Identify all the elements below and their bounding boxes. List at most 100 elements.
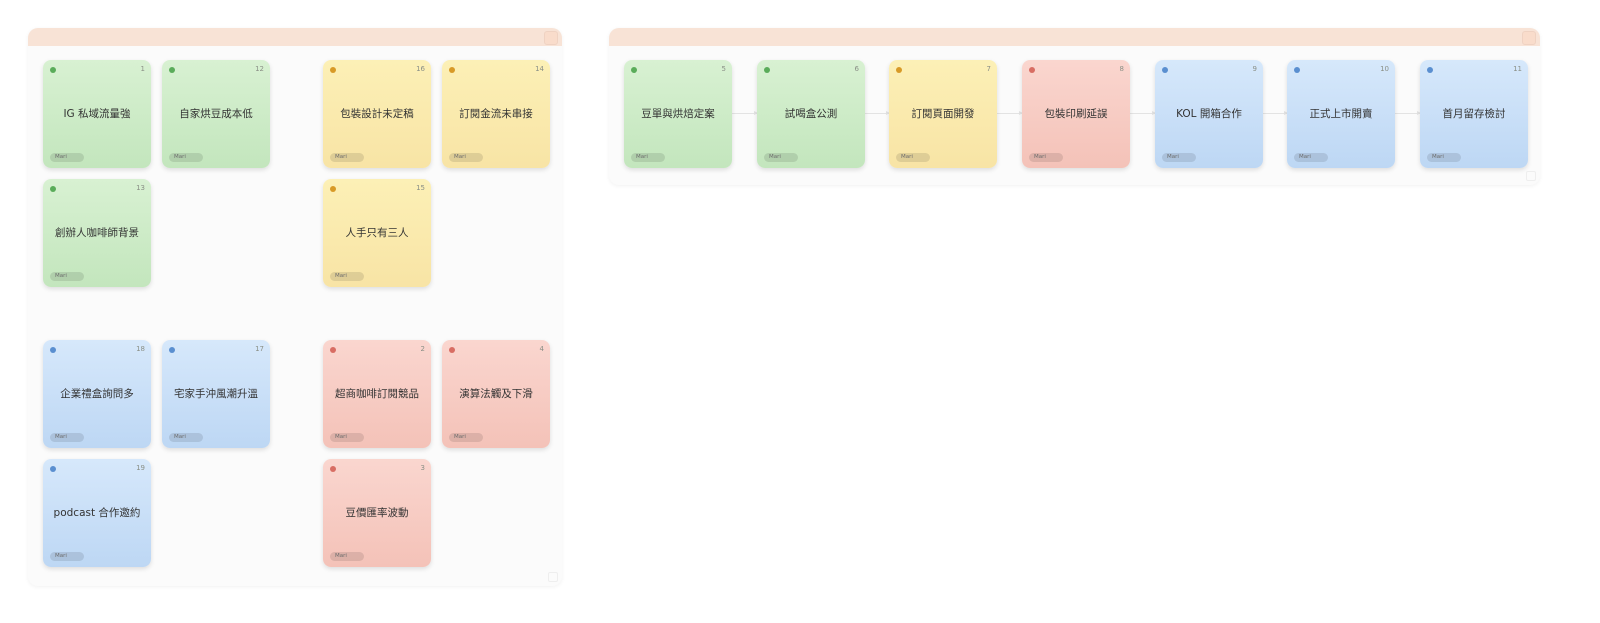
note-number: 16 <box>416 65 425 73</box>
frame-header[interactable] <box>28 28 562 46</box>
sticky-note[interactable]: 6 試喝盒公測 Mari <box>757 60 865 168</box>
sticky-note[interactable]: 2 超商咖啡訂閱競品 Mari <box>323 340 431 448</box>
note-number: 6 <box>854 65 859 73</box>
color-dot <box>1162 67 1168 73</box>
timeline-connector <box>1129 111 1156 115</box>
color-dot <box>449 347 455 353</box>
sticky-note[interactable]: 3 豆價匯率波動 Mari <box>323 459 431 567</box>
note-text: 豆價匯率波動 <box>345 506 409 519</box>
sticky-note[interactable]: 13 創辦人咖啡師背景 Mari <box>43 179 151 287</box>
color-dot <box>50 347 56 353</box>
note-number: 14 <box>535 65 544 73</box>
note-number: 17 <box>255 345 264 353</box>
note-text: 包裝設計未定稿 <box>340 107 414 120</box>
note-number: 8 <box>1119 65 1124 73</box>
note-number: 19 <box>136 464 145 472</box>
author-tag: Mari <box>764 153 798 162</box>
note-number: 15 <box>416 184 425 192</box>
note-number: 2 <box>420 345 425 353</box>
note-text: IG 私域流量強 <box>63 107 131 120</box>
author-tag: Mari <box>1029 153 1063 162</box>
author-tag: Mari <box>50 153 84 162</box>
sticky-note[interactable]: 5 豆單與烘焙定案 Mari <box>624 60 732 168</box>
author-tag: Mari <box>169 433 203 442</box>
timeline-connector <box>1262 111 1288 115</box>
note-text: 超商咖啡訂閱競品 <box>335 387 419 400</box>
note-number: 9 <box>1252 65 1257 73</box>
sticky-note[interactable]: 7 訂閱頁面開發 Mari <box>889 60 997 168</box>
note-text: 首月留存檢討 <box>1442 107 1506 120</box>
note-number: 1 <box>140 65 145 73</box>
timeline-connector <box>1394 111 1421 115</box>
color-dot <box>330 186 336 192</box>
sticky-note[interactable]: 19 podcast 合作邀約 Mari <box>43 459 151 567</box>
note-number: 5 <box>721 65 726 73</box>
note-text: 包裝印刷延誤 <box>1044 107 1108 120</box>
note-number: 10 <box>1380 65 1389 73</box>
author-tag: Mari <box>631 153 665 162</box>
sticky-note[interactable]: 8 包裝印刷延誤 Mari <box>1022 60 1130 168</box>
color-dot <box>169 347 175 353</box>
note-text: 正式上市開賣 <box>1309 107 1373 120</box>
color-dot <box>50 67 56 73</box>
note-number: 18 <box>136 345 145 353</box>
note-number: 12 <box>255 65 264 73</box>
sticky-note[interactable]: 14 訂閱金流未串接 Mari <box>442 60 550 168</box>
color-dot <box>1294 67 1300 73</box>
author-tag: Mari <box>330 552 364 561</box>
sticky-note[interactable]: 16 包裝設計未定稿 Mari <box>323 60 431 168</box>
note-number: 4 <box>539 345 544 353</box>
author-tag: Mari <box>449 153 483 162</box>
author-tag: Mari <box>1427 153 1461 162</box>
author-tag: Mari <box>330 153 364 162</box>
note-text: 試喝盒公測 <box>784 107 838 120</box>
sticky-note[interactable]: 11 首月留存檢討 Mari <box>1420 60 1528 168</box>
color-dot <box>330 466 336 472</box>
sticky-note[interactable]: 1 IG 私域流量強 Mari <box>43 60 151 168</box>
frame-collapse-button[interactable] <box>544 31 558 45</box>
note-text: 自家烘豆成本低 <box>179 107 253 120</box>
frame-header[interactable] <box>609 28 1540 46</box>
sticky-note[interactable]: 10 正式上市開賣 Mari <box>1287 60 1395 168</box>
note-text: 訂閱金流未串接 <box>459 107 533 120</box>
sticky-note[interactable]: 15 人手只有三人 Mari <box>323 179 431 287</box>
author-tag: Mari <box>449 433 483 442</box>
author-tag: Mari <box>1294 153 1328 162</box>
sticky-note[interactable]: 18 企業禮盒詢問多 Mari <box>43 340 151 448</box>
author-tag: Mari <box>50 272 84 281</box>
timeline-connector <box>996 111 1023 115</box>
author-tag: Mari <box>896 153 930 162</box>
note-number: 3 <box>420 464 425 472</box>
note-text: 人手只有三人 <box>345 226 409 239</box>
author-tag: Mari <box>50 552 84 561</box>
color-dot <box>764 67 770 73</box>
sticky-note[interactable]: 17 宅家手沖風潮升溫 Mari <box>162 340 270 448</box>
author-tag: Mari <box>50 433 84 442</box>
color-dot <box>1029 67 1035 73</box>
note-number: 11 <box>1513 65 1522 73</box>
note-number: 13 <box>136 184 145 192</box>
note-text: 宅家手沖風潮升溫 <box>174 387 258 400</box>
note-text: 企業禮盒詢問多 <box>60 387 134 400</box>
sticky-note[interactable]: 9 KOL 開箱合作 Mari <box>1155 60 1263 168</box>
color-dot <box>896 67 902 73</box>
color-dot <box>50 186 56 192</box>
note-text: 豆單與烘焙定案 <box>641 107 715 120</box>
frame-resize-handle[interactable] <box>548 572 558 582</box>
sticky-note[interactable]: 4 演算法觸及下滑 Mari <box>442 340 550 448</box>
sticky-note[interactable]: 12 自家烘豆成本低 Mari <box>162 60 270 168</box>
note-text: 演算法觸及下滑 <box>459 387 533 400</box>
color-dot <box>1427 67 1433 73</box>
note-text: KOL 開箱合作 <box>1176 107 1242 120</box>
timeline-connector <box>731 111 758 115</box>
note-number: 7 <box>986 65 991 73</box>
author-tag: Mari <box>169 153 203 162</box>
color-dot <box>330 347 336 353</box>
frame-resize-handle[interactable] <box>1526 171 1536 181</box>
note-text: 訂閱頁面開發 <box>911 107 975 120</box>
note-text: podcast 合作邀約 <box>53 506 141 519</box>
note-text: 創辦人咖啡師背景 <box>55 226 139 239</box>
author-tag: Mari <box>330 272 364 281</box>
author-tag: Mari <box>1162 153 1196 162</box>
frame-collapse-button[interactable] <box>1522 31 1536 45</box>
